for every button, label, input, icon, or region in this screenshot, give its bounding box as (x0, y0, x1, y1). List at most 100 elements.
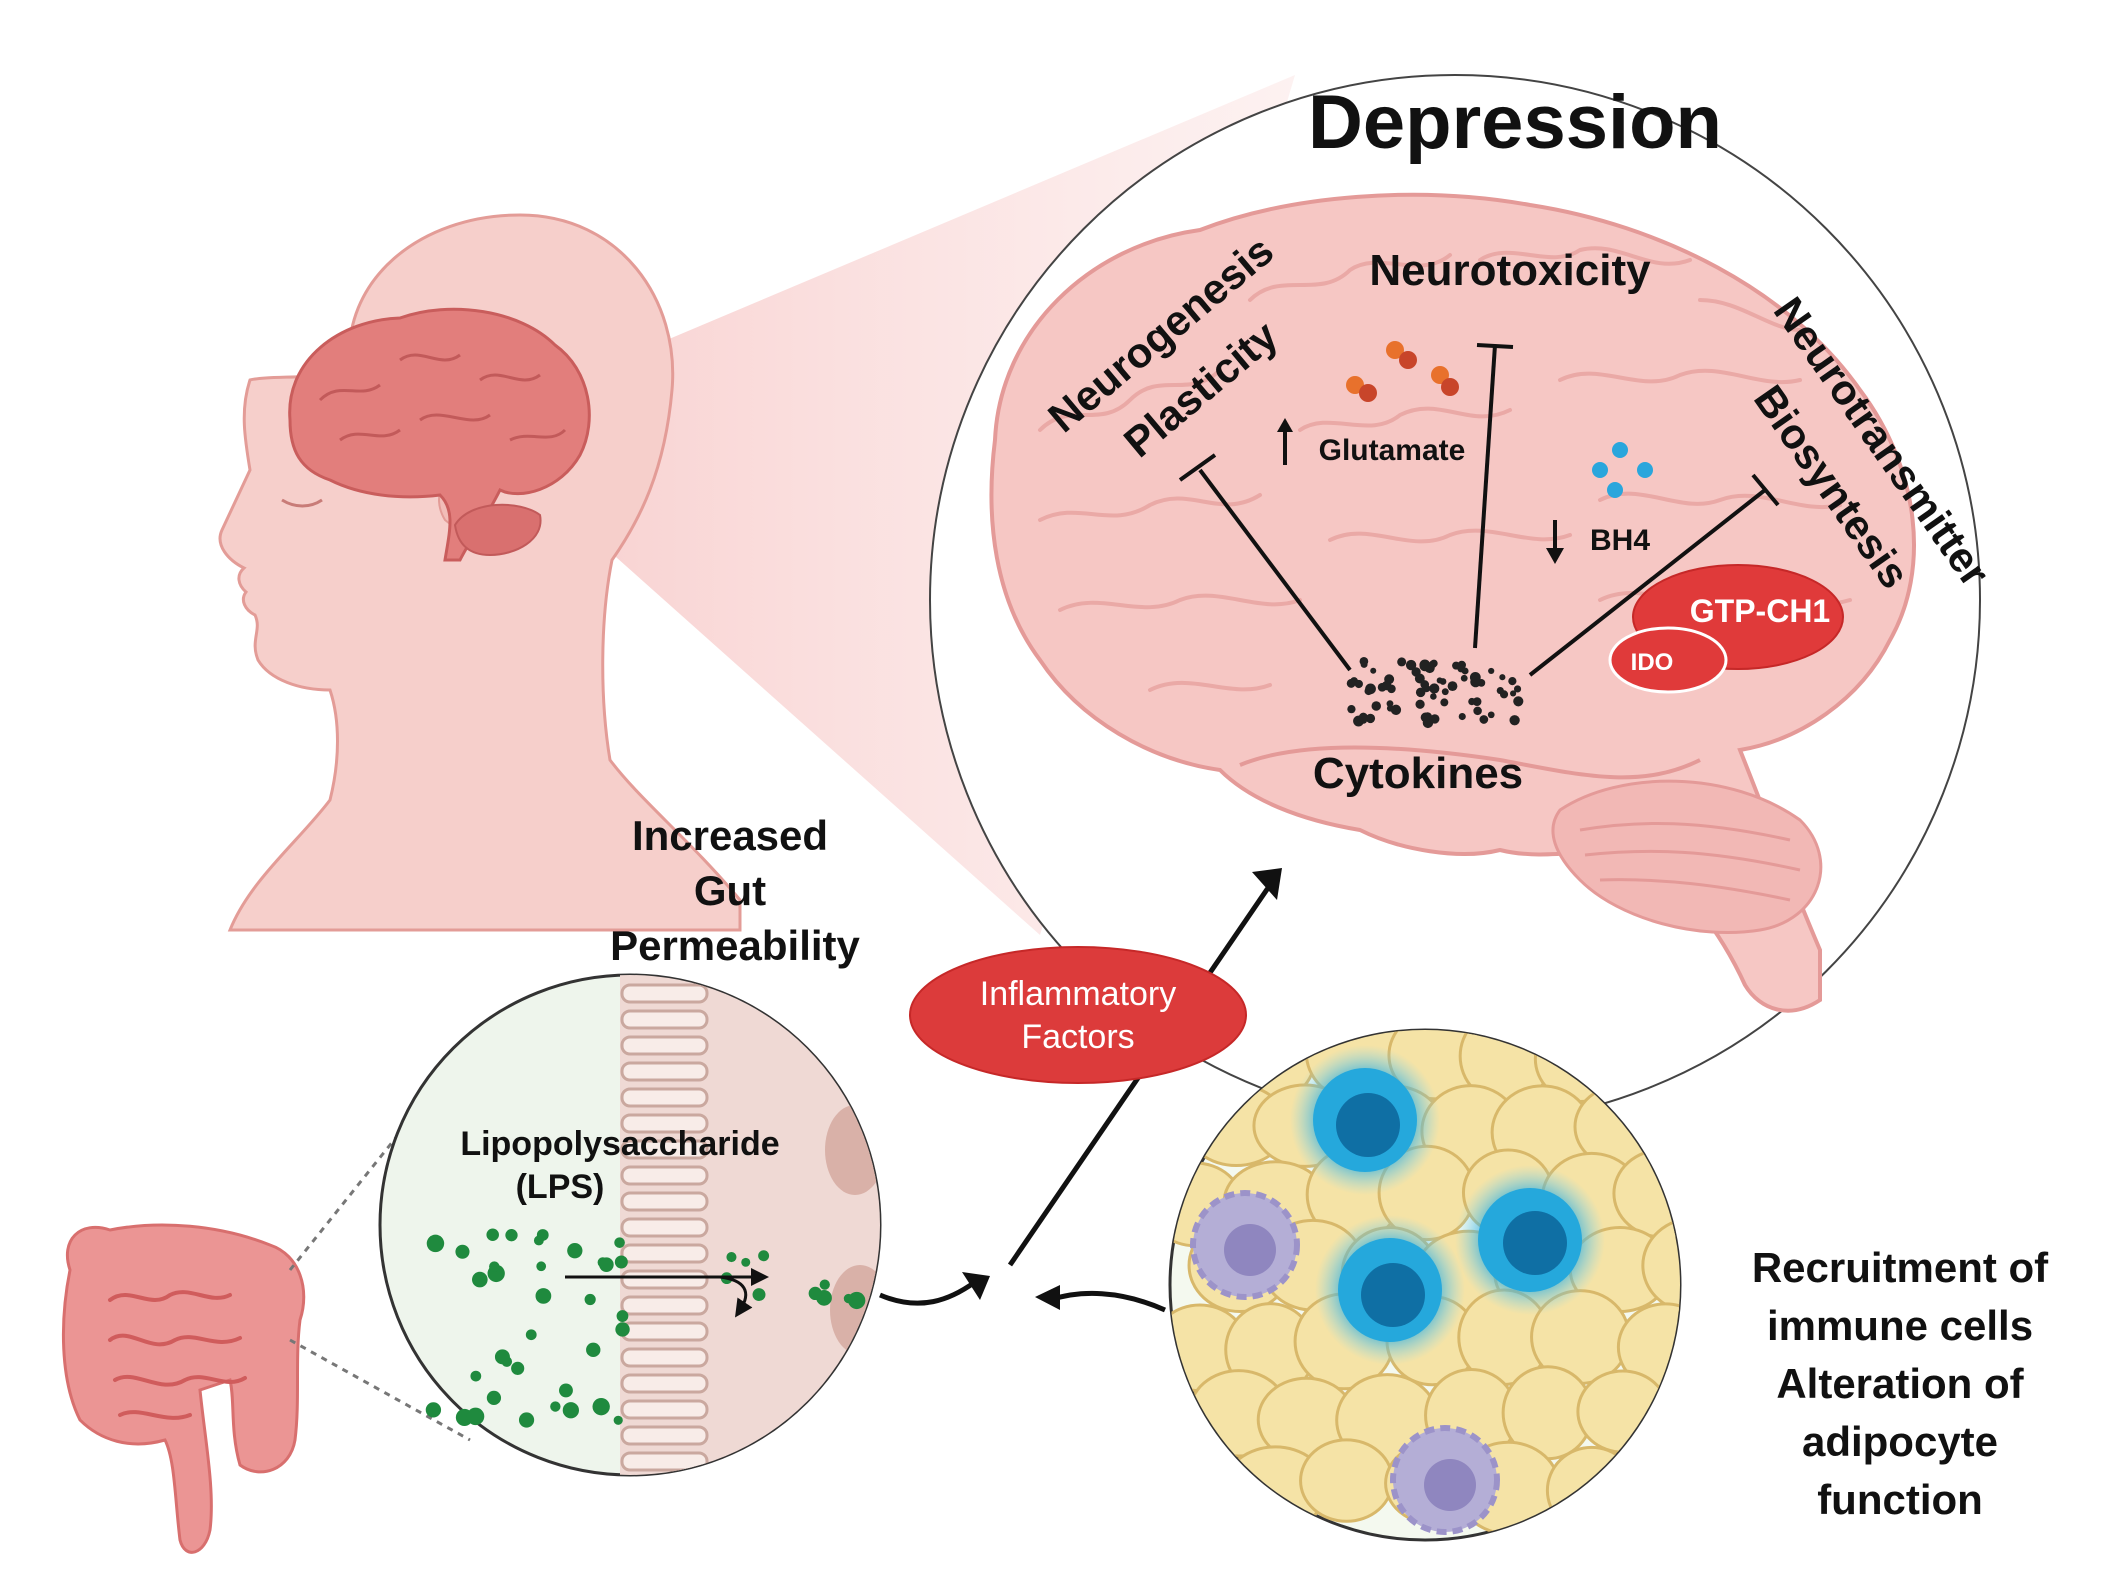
label-permeability-line2: Gut (694, 867, 766, 914)
microvillus (620, 1243, 709, 1264)
label-adipose-line3: Alteration of (1776, 1360, 2024, 1407)
adipocyte (1299, 1438, 1394, 1523)
lps-particle (616, 1310, 629, 1322)
lps-particle (489, 1261, 500, 1272)
cytokine-dot (1460, 674, 1468, 682)
cytokine-dot (1364, 687, 1373, 696)
adipocyte (1641, 1216, 1680, 1315)
microvillus (620, 1113, 709, 1134)
brain-cerebellum (1551, 779, 1823, 934)
lps-particle (848, 1291, 866, 1310)
microvillus (620, 1061, 709, 1082)
microvillus (620, 1321, 709, 1342)
cytokine-dot (1411, 667, 1421, 677)
cytokine-dot (1420, 712, 1431, 723)
lps-particle (592, 1397, 610, 1416)
lps-particle (808, 1286, 822, 1301)
adipose-tissue (1170, 1030, 1680, 1537)
lps-particle (525, 1329, 537, 1341)
microvillus (620, 1399, 709, 1420)
cytokine-dot (1359, 716, 1368, 724)
cytokine-dot (1509, 715, 1520, 726)
cytokine-dot (1429, 683, 1440, 694)
lps-particle (533, 1235, 544, 1246)
immune-cell (1290, 1045, 1440, 1195)
label-bh4: BH4 (1590, 524, 1650, 557)
lps-particle (511, 1361, 525, 1375)
adipocyte (1649, 1082, 1680, 1172)
lps-particle (559, 1383, 573, 1398)
lps-particle (562, 1402, 579, 1419)
microvillus (620, 1035, 709, 1056)
cytokine-dot (1420, 680, 1430, 689)
adipocyte (1170, 1440, 1247, 1527)
human-head-illustration (218, 213, 742, 932)
adipocyte (1653, 1363, 1680, 1459)
cytokine-dot (1371, 701, 1381, 711)
label-neurotoxicity: Neurotoxicity (1369, 246, 1651, 295)
lps-particle (486, 1390, 502, 1405)
lps-particle (752, 1288, 766, 1302)
microvillus (620, 1009, 709, 1030)
cytokine-dot (1370, 667, 1377, 674)
lps-particle (518, 1412, 535, 1428)
lps-particle (586, 1342, 601, 1358)
label-permeability-line1: Increased (632, 812, 828, 859)
microvillus (620, 1087, 709, 1108)
cytokine-dot (1510, 690, 1517, 697)
bh4-molecules (1592, 442, 1653, 498)
adipocyte (1545, 1445, 1638, 1535)
head-brain (288, 307, 591, 562)
lps-particle (426, 1234, 445, 1253)
lps-particle (466, 1407, 485, 1426)
cytokine-dots (1346, 657, 1524, 729)
microvillus (622, 1479, 707, 1496)
macrophage-cell (1390, 1425, 1500, 1535)
lps-particle (584, 1293, 596, 1306)
lps-particle (613, 1415, 623, 1425)
immune-cell (1315, 1215, 1465, 1365)
label-adipose-line2: immune cells (1767, 1302, 2033, 1349)
label-adipose-line5: function (1817, 1476, 1983, 1523)
cytokine-dot (1365, 713, 1376, 724)
label-adipose-line1: Recruitment of (1752, 1244, 2049, 1291)
cytokine-dot (1415, 699, 1425, 709)
lps-particle (536, 1261, 547, 1272)
down-arrow-icon (1546, 520, 1564, 564)
microvillus (620, 1347, 709, 1368)
cytokine-dot (1436, 677, 1443, 684)
zoom-connector-bottom (289, 1338, 471, 1442)
microvillus (620, 1269, 709, 1290)
cytokine-dot (1397, 657, 1407, 667)
label-permeability-line3: Permeability (610, 922, 860, 969)
lps-particle (614, 1255, 628, 1269)
cytokine-dot (1390, 704, 1402, 715)
cytokine-dot (1441, 688, 1449, 696)
cytokine-dot (1499, 674, 1506, 681)
adipocyte (1609, 1449, 1680, 1537)
cytokine-dot (1468, 697, 1476, 706)
lps-particle (758, 1250, 770, 1262)
label-lps-line1: Lipopolysaccharide (460, 1125, 779, 1163)
lps-particle (741, 1257, 751, 1267)
cytokine-dot (1347, 705, 1356, 714)
cytokine-dot (1452, 661, 1461, 670)
lps-particle (470, 1370, 482, 1382)
cytokine-dot (1513, 685, 1522, 693)
lps-particle (425, 1402, 442, 1418)
glutamate-molecules (1346, 341, 1459, 402)
lps-particle (486, 1228, 499, 1242)
label-ido: IDO (1631, 649, 1674, 676)
lps-particle (505, 1229, 518, 1242)
label-inflammatory-line1: Inflammatory (980, 975, 1177, 1013)
microvillus (620, 1425, 709, 1446)
microvillus (620, 1165, 709, 1186)
lps-particle (494, 1349, 510, 1365)
adipocyte (1612, 1148, 1680, 1239)
microvillus (620, 1295, 709, 1316)
cytokine-dot (1499, 690, 1509, 699)
up-arrow-icon (1277, 418, 1293, 465)
lps-particle (550, 1401, 561, 1412)
microvillus (620, 983, 709, 1004)
